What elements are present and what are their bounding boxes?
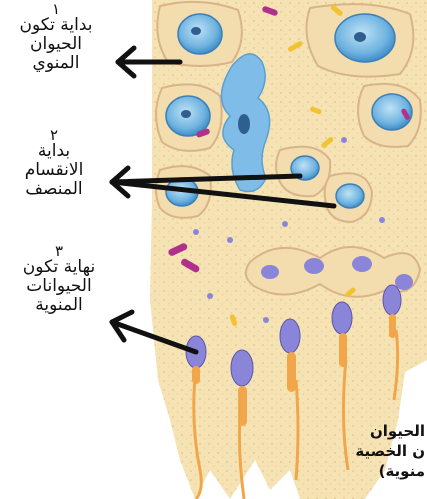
label-3-line-3: المنوية	[4, 296, 114, 315]
spermatid-head	[352, 256, 372, 272]
label-3: ٣ نهاية تكون الحيوانات المنوية	[4, 244, 114, 315]
caption-line-2: ن الخصية	[355, 441, 425, 461]
spermatid-head	[261, 265, 279, 279]
label-2-line-1: بداية	[4, 142, 104, 161]
label-2: ٢ بداية الانقسام المنصف	[4, 128, 104, 199]
label-1: ١ بداية تكون الحيوان المنوي	[6, 2, 106, 73]
label-1-line-1: بداية تكون	[6, 16, 106, 35]
label-1-number: ١	[6, 2, 106, 16]
label-3-line-2: الحيوانات	[4, 277, 114, 296]
spermatid-head	[304, 258, 324, 274]
figure-caption: الحيوان ن الخصية منوية)	[355, 421, 425, 481]
label-1-line-3: المنوي	[6, 54, 106, 73]
label-2-line-3: المنصف	[4, 180, 104, 199]
caption-line-1: الحيوان	[355, 421, 425, 441]
label-2-line-2: الانقسام	[4, 161, 104, 180]
caption-line-3: منوية)	[355, 461, 425, 481]
nucleus	[336, 184, 364, 208]
label-3-number: ٣	[4, 244, 114, 258]
label-2-number: ٢	[4, 128, 104, 142]
label-1-line-2: الحيوان	[6, 35, 106, 54]
label-3-line-1: نهاية تكون	[4, 258, 114, 277]
nucleus	[178, 14, 222, 54]
